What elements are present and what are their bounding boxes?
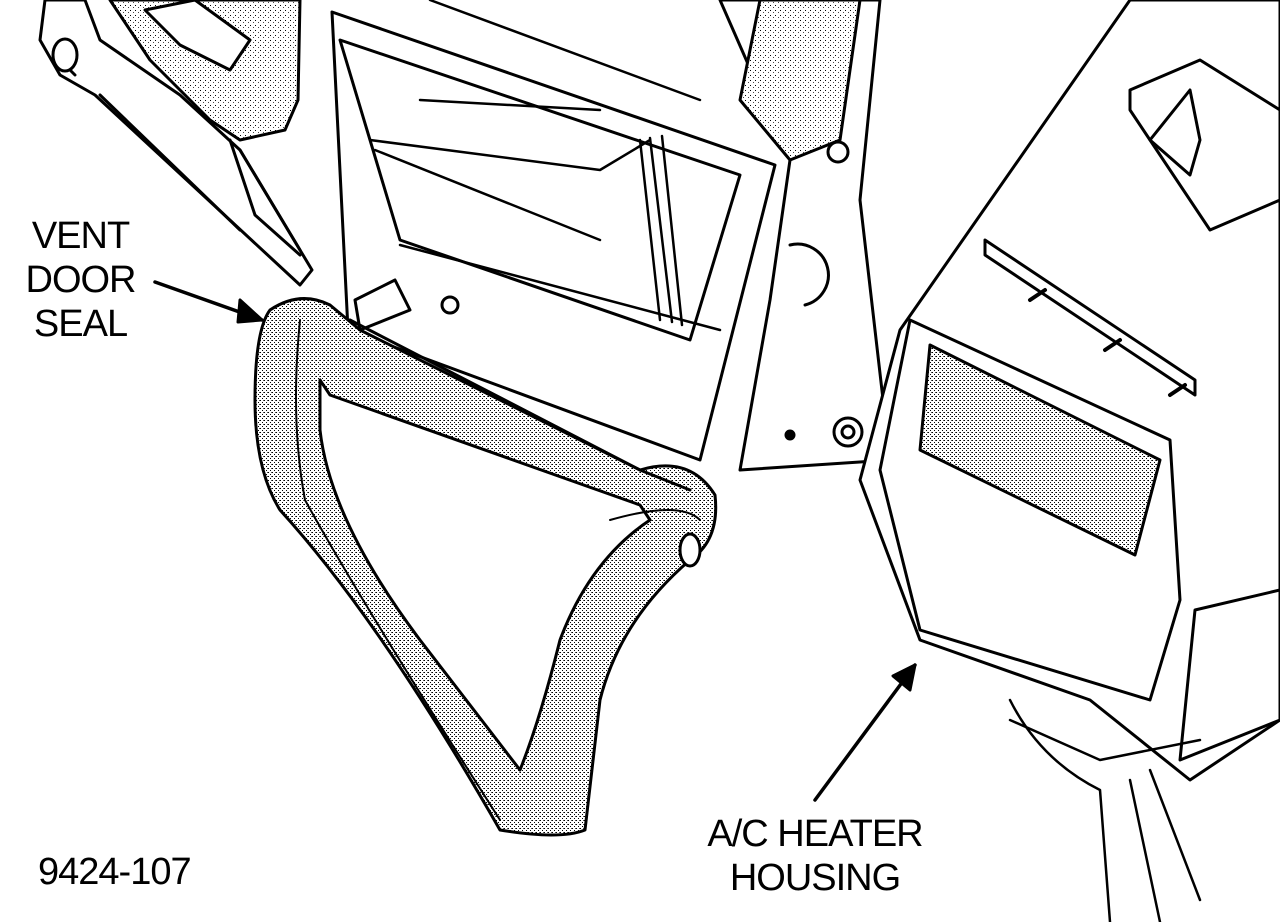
vent-door-seal-label-line: VENT	[31, 215, 130, 257]
vent-door-seal-label: VENT DOOR SEAL	[18, 214, 143, 346]
figure-number: 9424-107	[38, 851, 192, 893]
ac-heater-housing-label-line: A/C HEATER	[707, 813, 923, 855]
upper-left-duct	[38, 0, 314, 287]
vent-door-seal-label-line: SEAL	[33, 303, 128, 345]
center-mounting-bracket	[718, 0, 892, 472]
vent-door-frame	[330, 0, 777, 462]
vent-seal-leader-arrow	[153, 280, 264, 324]
vent-door-seal-gasket	[253, 297, 718, 837]
ac-heater-housing-label: A/C HEATER HOUSING	[690, 812, 940, 900]
vent-door-seal-label-line: DOOR	[25, 259, 137, 301]
ac-heater-housing-label-line: HOUSING	[729, 857, 901, 899]
ac-heater-housing-body	[858, 0, 1280, 922]
housing-leader-arrow	[813, 663, 917, 802]
